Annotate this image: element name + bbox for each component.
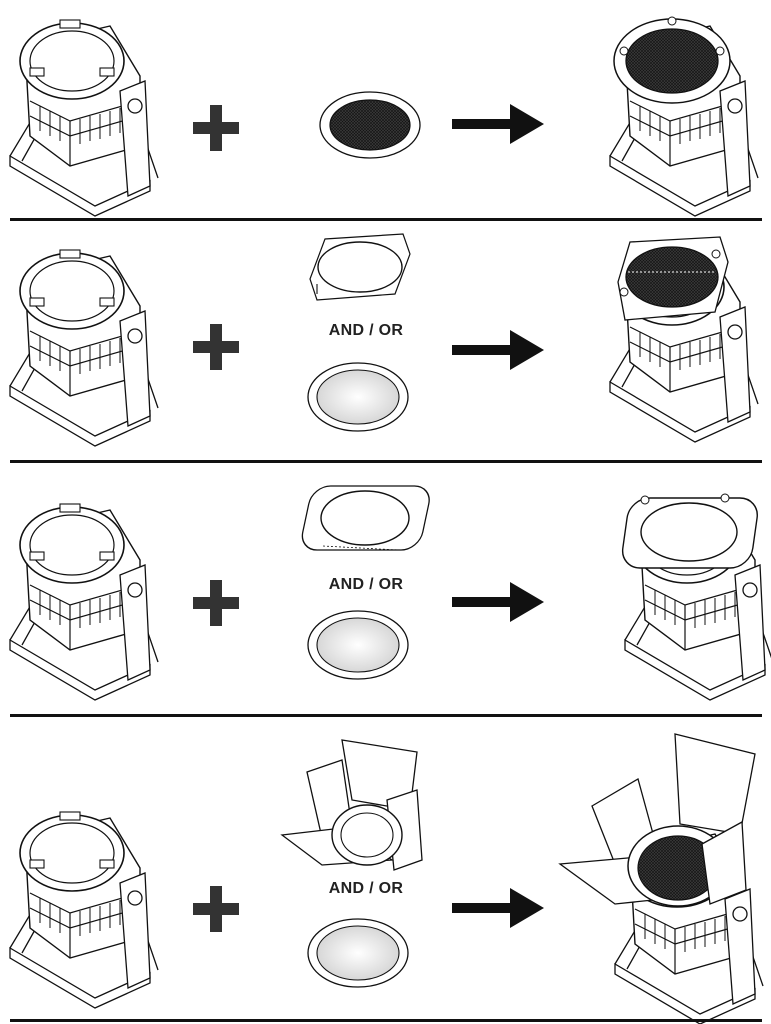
fixture-base-image [9,811,159,1009]
plus-icon [193,105,239,151]
row-divider [10,1019,762,1022]
arrow-right-icon [452,582,544,622]
fixture-with-honeycomb-result [609,16,759,217]
arrow-right-icon [452,888,544,928]
arrow-right-icon [452,104,544,144]
fixture-with-ring-lens-result [609,236,759,443]
fixture-with-gel-frame-result [621,493,771,701]
row-1-honeycomb [0,0,771,218]
and-or-connector: AND / OR [328,322,404,339]
ring-holder-accessory [309,233,411,301]
gel-frame-accessory [298,485,434,551]
plus-icon [193,886,239,932]
lens-accessory [307,362,409,432]
row-4-barndoor-lens: AND / OR [0,718,771,1024]
fixture-base-image [9,503,159,701]
row-divider [10,714,762,717]
honeycomb-grid-accessory [319,91,421,159]
plus-icon [193,324,239,370]
lens-accessory [307,610,409,680]
fixture-base-image [9,19,159,217]
row-3-gel-frame-lens: AND / OR [0,464,771,714]
barndoor-accessory [281,739,423,871]
row-2-ring-lens: AND / OR [0,222,771,460]
row-divider [10,460,762,463]
fixture-with-barndoor-result [558,733,764,1024]
fixture-base-image [9,249,159,447]
row-divider [10,218,762,221]
lens-accessory [307,918,409,988]
and-or-connector: AND / OR [328,576,404,593]
and-or-connector: AND / OR [328,880,404,897]
plus-icon [193,580,239,626]
arrow-right-icon [452,330,544,370]
